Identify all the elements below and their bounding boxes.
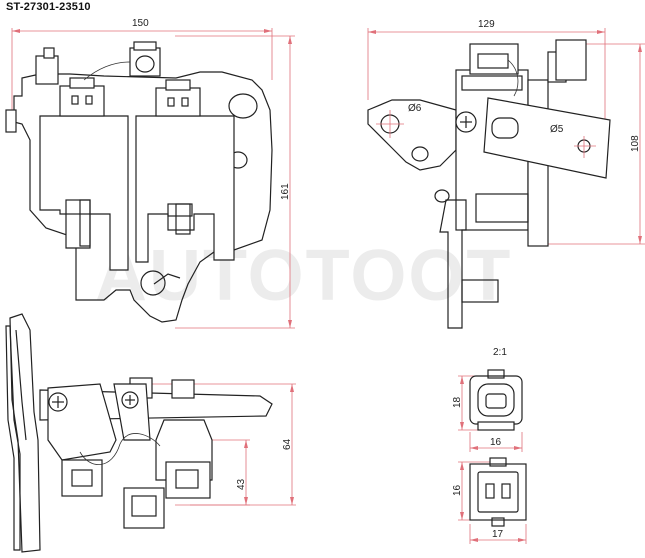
ignition-coil-side-view: 129 108 Ø6 xyxy=(367,19,645,329)
dim-connector-a-width: 16 xyxy=(490,437,502,448)
connector-detail-b: 16 17 xyxy=(452,457,527,544)
connector-detail-a: 2:1 18 16 xyxy=(452,347,523,452)
dim-height-108: 108 xyxy=(630,135,641,152)
dim-connector-b-height: 16 xyxy=(452,484,463,496)
dim-connector-a-height: 18 xyxy=(452,396,463,408)
scale-label: 2:1 xyxy=(493,347,507,358)
ignition-coil-front-view: 150 161 xyxy=(5,18,295,329)
part-number-title: ST-27301-23510 xyxy=(6,1,91,13)
dim-height-161: 161 xyxy=(280,183,291,200)
dim-width-129: 129 xyxy=(478,19,495,30)
watermark-text: AUTOTOOT xyxy=(95,236,512,316)
dim-height-64: 64 xyxy=(282,438,293,450)
dim-connector-b-width: 17 xyxy=(492,529,504,540)
dim-hole-6: Ø6 xyxy=(408,103,422,114)
dim-width-150: 150 xyxy=(132,18,149,29)
dim-hole-5: Ø5 xyxy=(550,124,564,135)
dim-offset-43: 43 xyxy=(236,478,247,490)
ignition-coil-top-view: 64 43 xyxy=(5,313,296,553)
